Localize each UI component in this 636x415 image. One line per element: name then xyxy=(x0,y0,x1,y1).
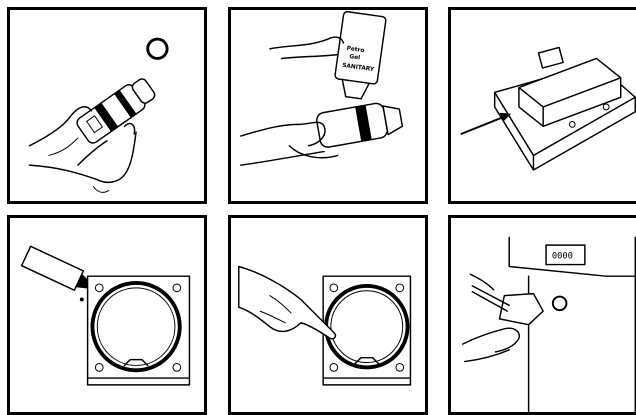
o-ring-icon xyxy=(553,297,567,311)
machine-display-digits: 0000 xyxy=(552,252,573,262)
lubricating-part-illustration: Petro Gel SANITARY xyxy=(231,10,425,201)
spreading-lubricant-illustration xyxy=(231,218,425,412)
illustration-panel-5 xyxy=(228,215,428,415)
illustration-panel-1 xyxy=(7,7,207,204)
illustration-panel-3 xyxy=(448,7,636,204)
illustration-panel-4 xyxy=(7,215,207,415)
lubricant-on-gasket-illustration xyxy=(10,218,204,412)
part-block-illustration xyxy=(451,10,636,201)
hand xyxy=(239,267,336,339)
gasket-plate xyxy=(88,276,190,378)
part-body xyxy=(500,294,544,325)
lubricant-tube-icon xyxy=(22,246,84,290)
part-body xyxy=(316,102,389,148)
illustration-panel-6: 0000 xyxy=(448,215,636,415)
o-ring-icon xyxy=(148,39,167,58)
illustration-panel-2: Petro Gel SANITARY xyxy=(228,7,428,204)
hand-holding-part-illustration xyxy=(10,10,204,201)
machine-installation-illustration: 0000 xyxy=(451,218,636,412)
